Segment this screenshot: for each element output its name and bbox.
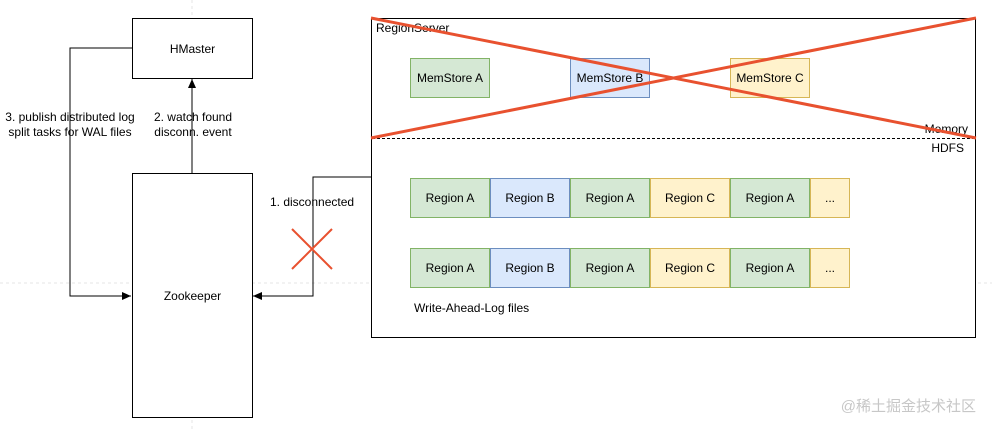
wal-cell-label: Region A [425,261,475,275]
wal-cell: Region A [730,178,810,218]
wal-files-label: Write-Ahead-Log files [414,301,530,315]
region-server-title: RegionServer [376,21,450,35]
memory-label: Memory [924,122,968,136]
memstore-a: MemStore A [410,58,490,98]
hmaster-box: HMaster [132,18,253,79]
wal-cell-label: ... [824,261,835,275]
memstore-label: MemStore C [736,71,804,85]
wal-cell: Region A [570,248,650,288]
wal-cell-label: Region B [505,261,555,275]
memstore-label: MemStore B [576,71,644,85]
watermark: @稀土掘金技术社区 [840,398,976,415]
wal-cell: Region A [410,178,490,218]
watch-line-1: 2. watch found [153,110,233,124]
zookeeper-box: Zookeeper [132,173,253,418]
wal-cell-label: Region A [585,191,635,205]
wal-cell: ... [810,178,850,218]
wal-cell-label: Region B [505,191,555,205]
publish-line-1: 3. publish distributed log [5,110,135,124]
wal-cell-label: ... [824,191,835,205]
disconnect-cross [291,228,333,270]
hdfs-label: HDFS [931,141,964,155]
wal-cell: Region C [650,178,730,218]
wal-cell-label: Region C [664,191,716,205]
memory-crash-cross [370,16,977,140]
publish-arrow [69,47,132,300]
disconnected-edge-label: 1. disconnected [270,195,355,209]
wal-cell: Region A [570,178,650,218]
wal-cell-label: Region C [664,261,716,275]
wal-cell-label: Region A [745,191,795,205]
wal-cell-label: Region A [425,191,475,205]
wal-cell: Region C [650,248,730,288]
wal-cell: Region A [410,248,490,288]
memstore-label: MemStore A [416,71,484,85]
disconnected-arrow [253,176,371,300]
wal-cell: Region A [730,248,810,288]
memory-hdfs-divider [372,138,975,139]
wal-cell-label: Region A [745,261,795,275]
hmaster-label: HMaster [169,41,216,56]
watch-edge-label: 2. watch found disconn. event [148,110,238,140]
publish-edge-label: 3. publish distributed log split tasks f… [4,110,136,140]
wal-cell: Region B [490,248,570,288]
wal-cell: Region B [490,178,570,218]
publish-line-2: split tasks for WAL files [8,125,132,139]
zookeeper-label: Zookeeper [163,288,222,303]
watch-line-2: disconn. event [154,125,232,139]
wal-cell-label: Region A [585,261,635,275]
wal-cell: ... [810,248,850,288]
